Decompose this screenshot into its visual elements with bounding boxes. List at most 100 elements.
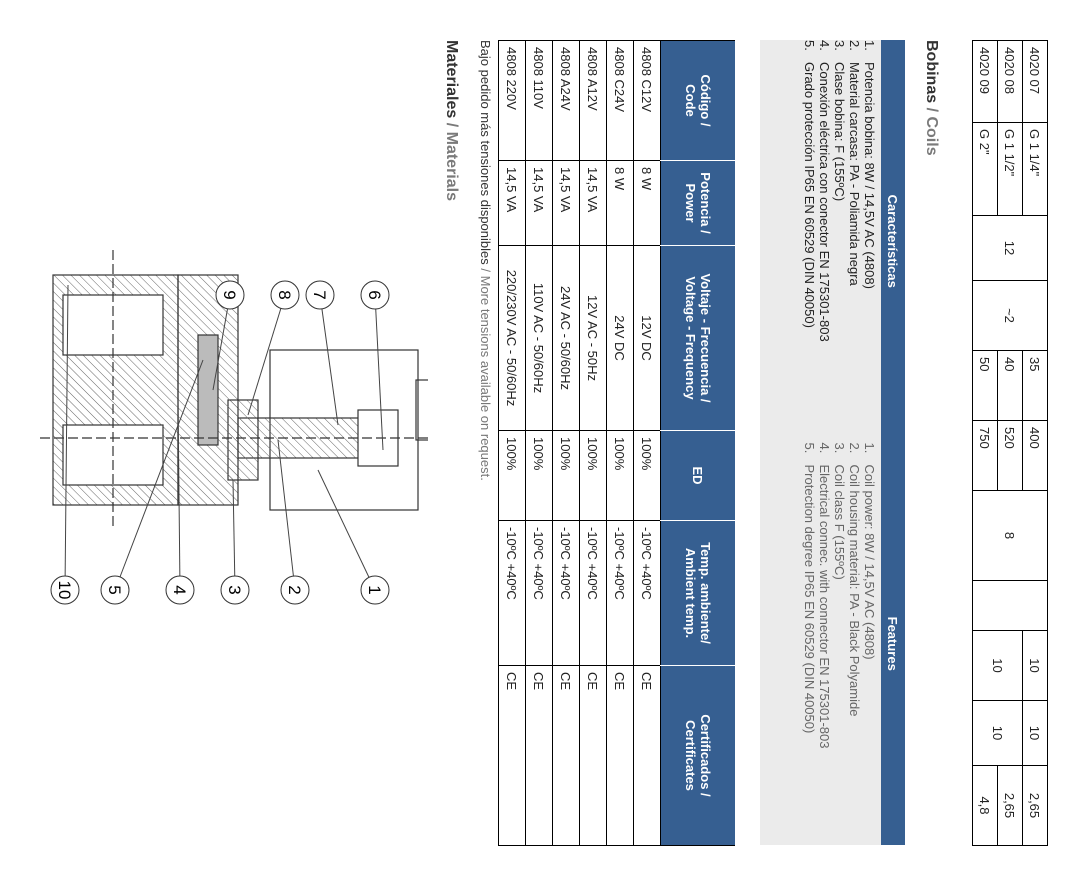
table-cell: 100% bbox=[579, 430, 607, 521]
feature-item: 3. Clase bobina: F (155ºC) bbox=[832, 40, 847, 443]
item-text: Potencia bobina: 8W / 14,5V AC (4808) bbox=[862, 62, 877, 289]
item-number: 1. bbox=[862, 442, 877, 454]
cell: 35 bbox=[1022, 350, 1048, 421]
callout-number: 9 bbox=[220, 290, 239, 299]
feature-item: 4. Electrical connec. with connector EN 1… bbox=[817, 443, 832, 846]
cell-code: 4020 08 bbox=[997, 40, 1023, 123]
table-cell: 12V AC - 50Hz bbox=[579, 245, 607, 431]
table-cell: 14,5 VA bbox=[552, 160, 580, 246]
table-row: 4020 08 G 1 1/2" 40 520 10 10 2,65 bbox=[972, 40, 1023, 846]
column-header: Temp. ambiente/Ambient temp. bbox=[660, 520, 735, 666]
leader-line bbox=[247, 294, 286, 416]
callout-number: 8 bbox=[275, 290, 294, 299]
cell: 8 bbox=[972, 490, 1048, 581]
features-list-en: 1.Coil power: 8W / 14,5V AC (4808)2.Coil… bbox=[802, 443, 877, 846]
table-cell: 12V DC bbox=[633, 245, 661, 431]
item-text: Coil power: 8W / 14,5V AC (4808) bbox=[862, 464, 877, 660]
feature-item: 5. Grado protección IP65 EN 60529 (DIN 40… bbox=[802, 40, 817, 443]
item-number: 2. bbox=[847, 40, 862, 51]
table-cell: 100% bbox=[552, 430, 580, 521]
callout-circle bbox=[100, 575, 130, 605]
cell: 40 bbox=[997, 350, 1023, 421]
leader-line bbox=[232, 479, 236, 591]
callout-circle bbox=[360, 280, 390, 310]
header-es: ED bbox=[690, 466, 706, 485]
table-cell: -10ºC +40ºC bbox=[498, 520, 526, 666]
leader-line bbox=[114, 359, 204, 591]
cell: 2,65 bbox=[1022, 765, 1048, 846]
cell: 10 bbox=[1022, 630, 1048, 701]
column-header: Certificados /Certificates bbox=[660, 665, 735, 846]
note-en: More tensions available on request. bbox=[478, 275, 493, 481]
cell: 10 bbox=[1022, 700, 1048, 766]
table-cell: CE bbox=[606, 665, 634, 846]
callout-circle bbox=[305, 280, 335, 310]
cell-code: 4020 07 bbox=[1022, 40, 1048, 123]
note-es: Bajo pedido más tensiones disponibles bbox=[478, 40, 493, 265]
item-text: Protection degree IP65 EN 60529 (DIN 400… bbox=[802, 464, 817, 734]
table-cell: -10ºC +40ºC bbox=[606, 520, 634, 666]
leader-line bbox=[374, 294, 384, 451]
table-cell: 14,5 VA bbox=[579, 160, 607, 246]
item-text: Electrical connec. with connector EN 175… bbox=[817, 464, 832, 749]
header-en: Power bbox=[683, 183, 698, 223]
table-cell: 8 W bbox=[606, 160, 634, 246]
feature-item: 1. Potencia bobina: 8W / 14,5V AC (4808) bbox=[862, 40, 877, 443]
table-cell: CE bbox=[525, 665, 553, 846]
item-number: 1. bbox=[862, 40, 877, 51]
header-es: Potencia / bbox=[698, 172, 713, 234]
table-cell: -10ºC +40ºC bbox=[579, 520, 607, 666]
table-cell: -10ºC +40ºC bbox=[633, 520, 661, 666]
table-cell: 100% bbox=[525, 430, 553, 521]
leader-line bbox=[212, 294, 231, 391]
table-cell: 14,5 VA bbox=[525, 160, 553, 246]
feature-item: 1. Coil power: 8W / 14,5V AC (4808) bbox=[862, 443, 877, 846]
header-en: Code bbox=[683, 84, 698, 117]
table-cell: -10ºC +40ºC bbox=[525, 520, 553, 666]
valve-dimensions-table: 4020 07 G 1 1/4" 12 ~2 35 400 8 10 10 2,… bbox=[972, 40, 1048, 846]
header-es: Temp. ambiente/ bbox=[698, 542, 713, 644]
item-text: Coil housing material: PA - Black Polyam… bbox=[847, 464, 862, 717]
cell-thread: G 2" bbox=[972, 122, 998, 216]
header-en: Voltage - Frequency bbox=[683, 276, 698, 400]
callout-number: 5 bbox=[105, 585, 124, 594]
availability-note: Bajo pedido más tensiones disponibles / … bbox=[478, 40, 493, 481]
item-text: Grado protección IP65 EN 60529 (DIN 4005… bbox=[802, 62, 817, 328]
table-cell: CE bbox=[633, 665, 661, 846]
item-number: 3. bbox=[832, 442, 847, 454]
item-text: Clase bobina: F (155ºC) bbox=[832, 62, 847, 202]
features-panel: Características Features 1. Potencia bobi… bbox=[760, 40, 905, 845]
table-cell: 100% bbox=[633, 430, 661, 521]
item-number: 4. bbox=[817, 442, 832, 454]
callout-circle bbox=[270, 280, 300, 310]
features-header: Características Features bbox=[881, 40, 905, 845]
diaphragm bbox=[197, 334, 219, 446]
callout-number: 3 bbox=[225, 585, 244, 594]
leader-line bbox=[277, 439, 296, 591]
callout-number: 1 bbox=[365, 585, 384, 594]
table-cell: 4808 C12V bbox=[633, 40, 661, 161]
cell: 750 bbox=[972, 420, 998, 491]
leader-line bbox=[177, 399, 181, 591]
materials-heading: Materiales / Materials bbox=[442, 40, 460, 201]
item-number: 5. bbox=[802, 40, 817, 51]
callout-circle bbox=[165, 575, 195, 605]
item-text: Material carcasa: PA - Poliamida negra bbox=[847, 62, 862, 286]
cell-thread: G 1 1/2" bbox=[997, 122, 1023, 216]
cell: ~2 bbox=[972, 280, 1048, 351]
table-cell: 110V AC - 50/60Hz bbox=[525, 245, 553, 431]
table-cell: 100% bbox=[606, 430, 634, 521]
features-header-es: Características bbox=[885, 194, 901, 288]
item-number: 3. bbox=[832, 40, 847, 51]
table-cell: 4808 C24V bbox=[606, 40, 634, 161]
header-es: Voltaje - Frecuencia / bbox=[698, 273, 713, 403]
cell: 50 bbox=[972, 350, 998, 421]
heading-sep: / bbox=[443, 118, 460, 132]
header-es: Certificados / bbox=[698, 714, 713, 797]
callout-number: 6 bbox=[365, 290, 384, 299]
callout-number: 10 bbox=[55, 581, 74, 600]
